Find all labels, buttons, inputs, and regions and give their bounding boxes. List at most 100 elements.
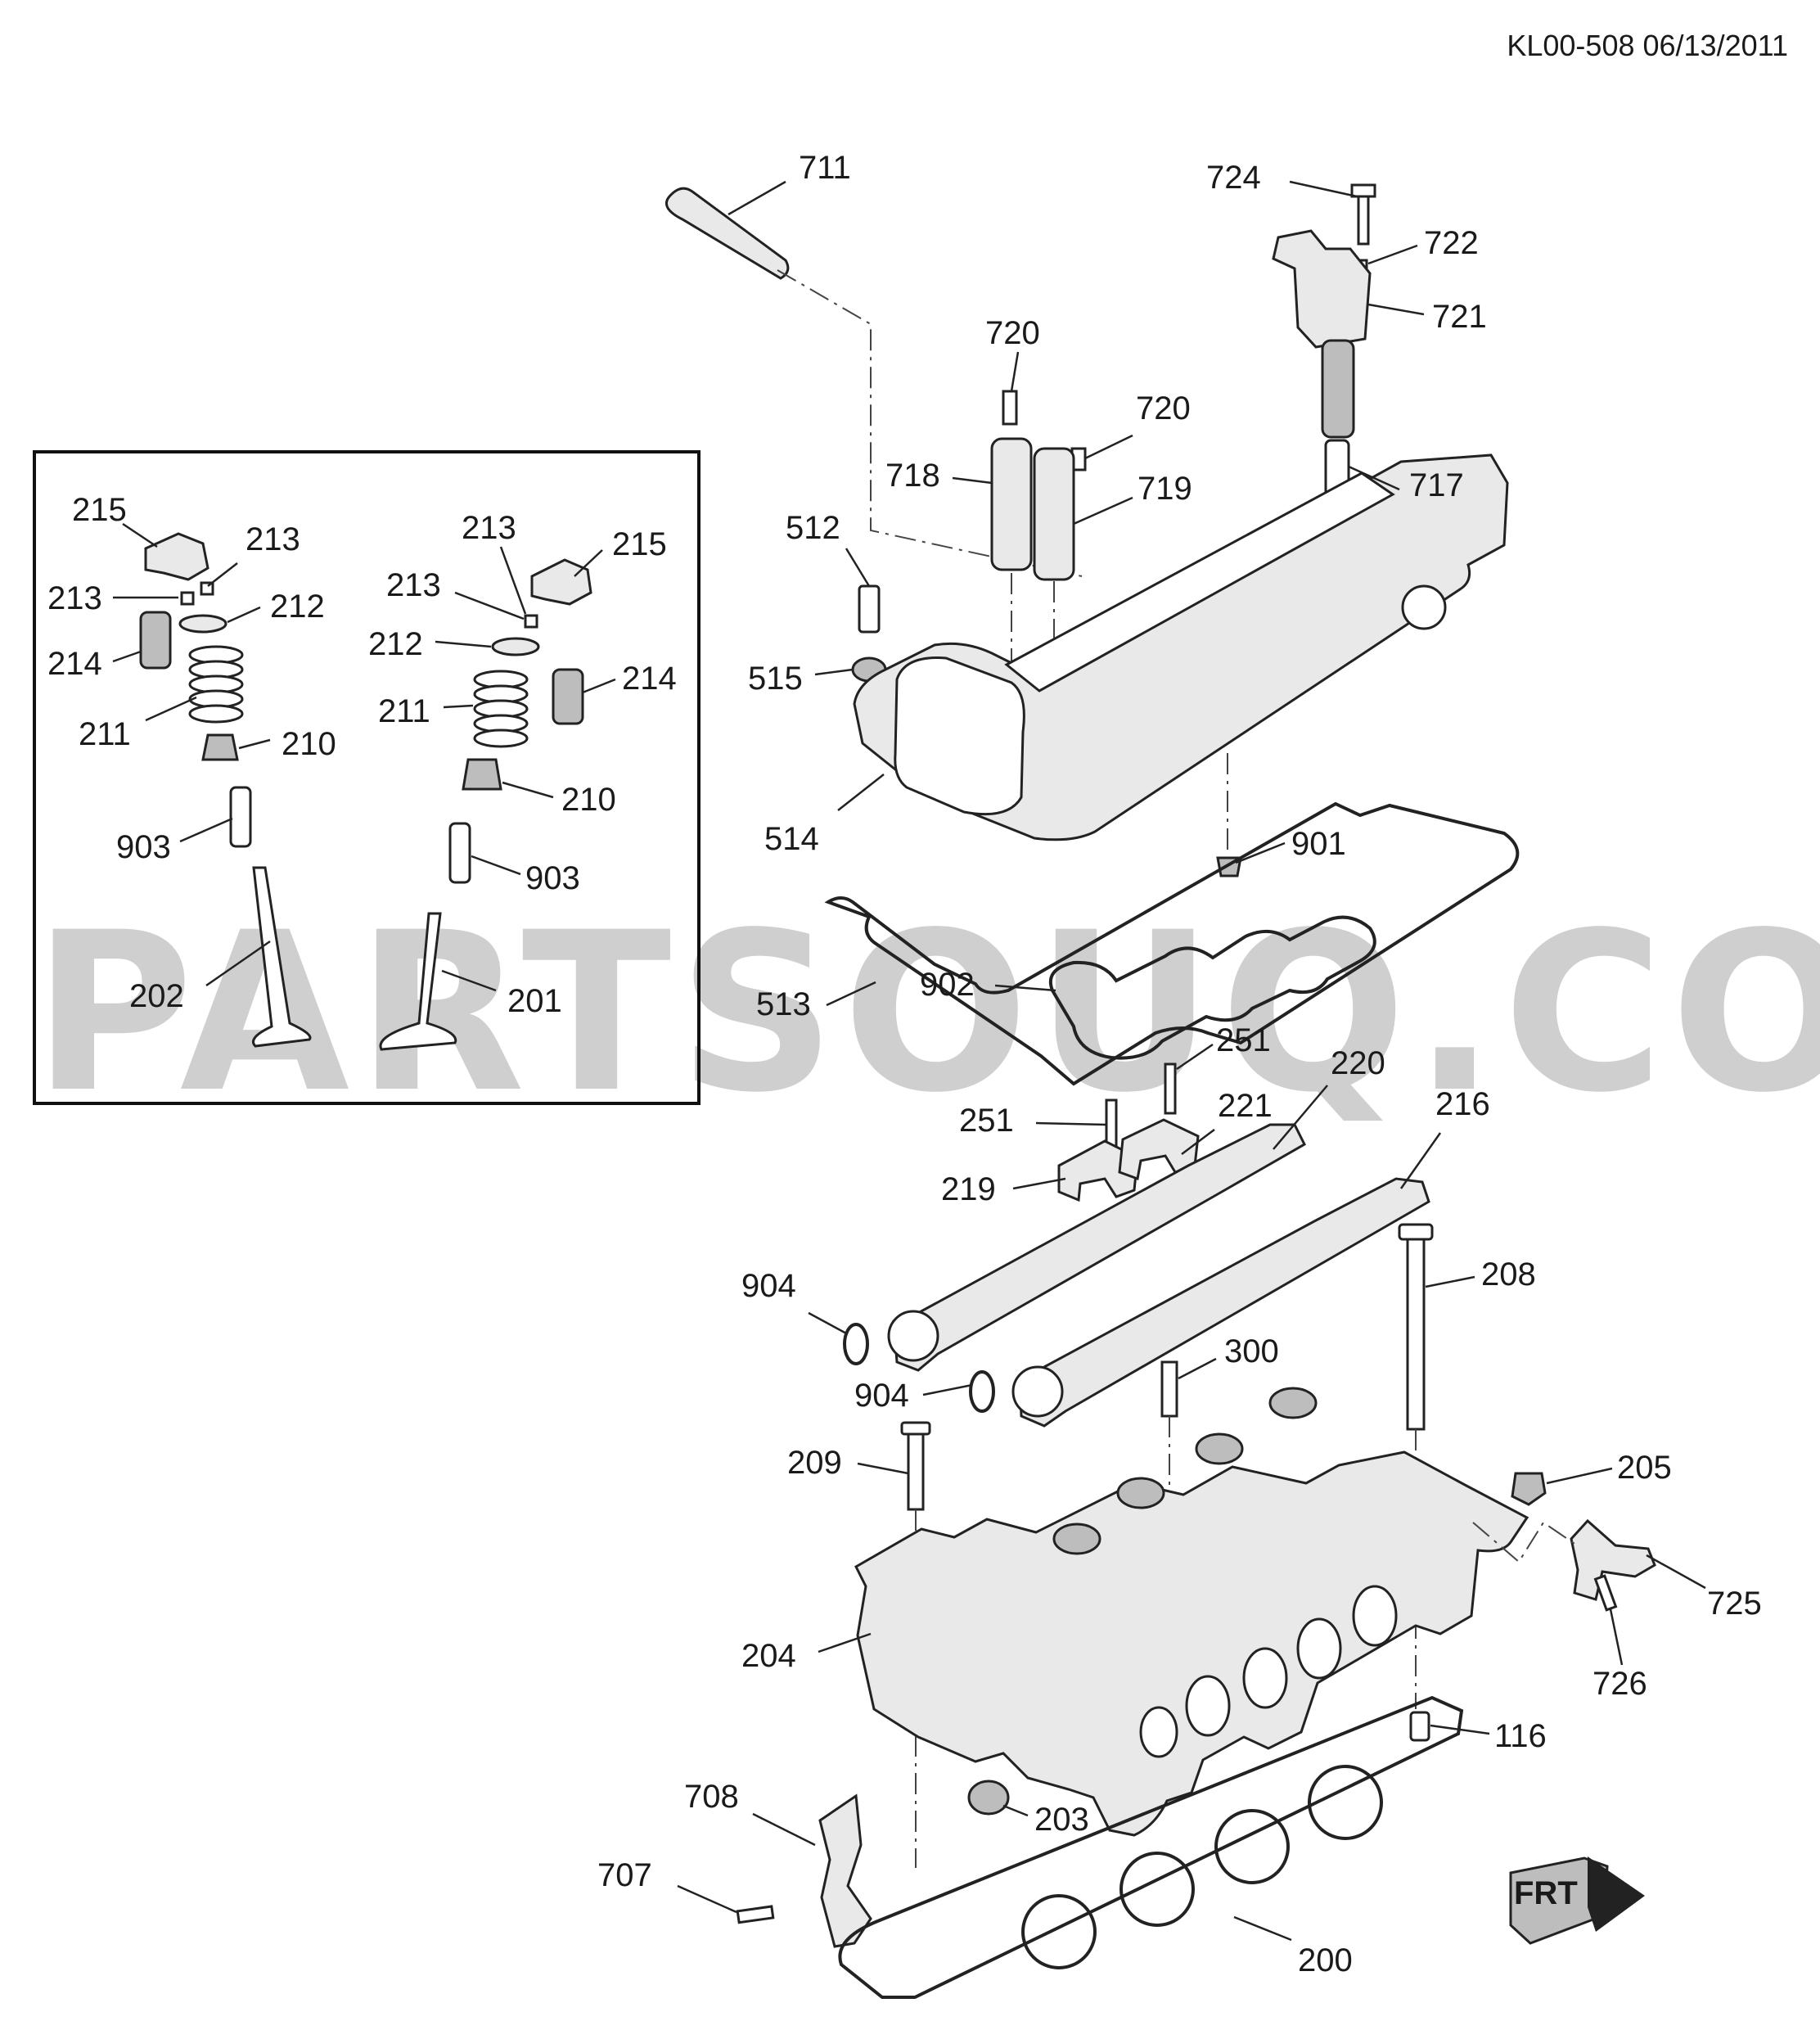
callout-213-left: 213 xyxy=(47,580,102,616)
callout-901: 901 xyxy=(1291,826,1346,862)
leader-717 xyxy=(1348,465,1400,491)
leader-903-right xyxy=(471,855,521,876)
callout-720-right: 720 xyxy=(1136,390,1191,426)
intake-valve-201 xyxy=(379,912,457,1051)
coil-bolt-724 xyxy=(1357,188,1370,246)
leader-209 xyxy=(857,1462,909,1475)
callout-213-top-right: 213 xyxy=(462,510,516,546)
callout-221: 221 xyxy=(1218,1088,1273,1124)
callout-205: 205 xyxy=(1617,1450,1672,1486)
spark-plug-tube-seal-902 xyxy=(1048,915,1376,1060)
callout-721: 721 xyxy=(1432,299,1487,335)
callout-711: 711 xyxy=(799,150,851,186)
callout-202: 202 xyxy=(129,978,184,1014)
front-marker-label: FRT xyxy=(1514,1875,1578,1911)
keeper-213-right xyxy=(524,614,538,629)
callout-211-left: 211 xyxy=(79,716,131,752)
watermark: PARTSOUQ.COM xyxy=(33,886,1820,1141)
callout-903-left: 903 xyxy=(116,829,171,865)
leader-210-left xyxy=(238,738,271,750)
bolt-209-head xyxy=(900,1421,931,1436)
cylinder-head-bores xyxy=(1052,1387,1318,1555)
vent-hose-711 xyxy=(665,187,790,280)
valve-spring-211-left xyxy=(188,645,244,724)
leader-211-right xyxy=(443,704,474,709)
valve-spring-211-right xyxy=(473,670,529,748)
callout-116: 116 xyxy=(1494,1718,1547,1754)
leader-902 xyxy=(994,984,1056,992)
cylinder-head-204 xyxy=(854,1450,1529,1837)
rocker-arm-215-right xyxy=(530,558,592,606)
leader-901 xyxy=(1235,841,1286,864)
head-bolt-208 xyxy=(1406,1234,1426,1431)
callout-903-right: 903 xyxy=(525,860,580,896)
leader-903-left xyxy=(179,817,233,843)
leader-203 xyxy=(1002,1804,1029,1817)
leader-515 xyxy=(814,668,854,676)
leader-300 xyxy=(1178,1357,1217,1380)
cam-sprocket-hub-220 xyxy=(887,1310,939,1362)
bracket-708 xyxy=(818,1793,872,1948)
callout-902: 902 xyxy=(920,967,975,1003)
callout-200: 200 xyxy=(1298,1942,1353,1978)
valve-guide-903-left xyxy=(229,786,252,848)
sensor-dash-725 xyxy=(1472,1521,1580,1563)
callout-210-left: 210 xyxy=(282,726,336,762)
leader-726 xyxy=(1609,1608,1624,1666)
oil-fill-cap xyxy=(1401,584,1447,630)
hose-dash-line xyxy=(777,269,1083,577)
leader-116 xyxy=(1430,1724,1490,1735)
leader-721 xyxy=(1367,303,1425,316)
solenoid-718 xyxy=(990,437,1033,571)
sensor-725 xyxy=(1570,1518,1656,1601)
callout-515: 515 xyxy=(748,661,803,697)
leader-221 xyxy=(1181,1129,1215,1155)
callout-220: 220 xyxy=(1331,1045,1385,1081)
seal-ring-904-lower xyxy=(969,1370,995,1413)
callout-212-right: 212 xyxy=(368,626,423,662)
stud-300 xyxy=(1160,1360,1178,1418)
callout-707: 707 xyxy=(597,1857,652,1893)
callout-904-upper: 904 xyxy=(741,1268,796,1304)
callout-725: 725 xyxy=(1707,1586,1762,1622)
callout-513: 513 xyxy=(756,986,811,1022)
leader-213-top-right xyxy=(499,546,527,615)
callout-209: 209 xyxy=(787,1445,842,1481)
plug-205 xyxy=(1511,1472,1547,1506)
callout-219: 219 xyxy=(941,1171,996,1207)
camshaft-216 xyxy=(1018,1177,1430,1428)
bolt-251-upper xyxy=(1164,1062,1177,1115)
callout-251-lower: 251 xyxy=(959,1103,1014,1139)
callout-216: 216 xyxy=(1435,1086,1490,1122)
leader-512 xyxy=(845,548,871,587)
callout-208: 208 xyxy=(1481,1256,1536,1292)
callout-722: 722 xyxy=(1424,225,1479,261)
inset-frame xyxy=(33,450,701,1105)
callout-212-left: 212 xyxy=(270,589,325,625)
leader-214-right xyxy=(582,678,616,694)
leader-513 xyxy=(826,981,876,1007)
valve-seal-210-left xyxy=(201,733,239,761)
callout-213-top-left: 213 xyxy=(246,521,300,557)
callout-904-lower: 904 xyxy=(854,1378,909,1414)
exhaust-valve-202 xyxy=(252,866,312,1048)
leader-212-right xyxy=(435,640,492,648)
valve-cover-gasket-513 xyxy=(824,801,1520,1086)
sensor-512 xyxy=(858,584,881,634)
ignition-coil-721 xyxy=(1272,229,1372,349)
cam-sprocket-hub-216 xyxy=(1011,1365,1064,1418)
valve-guide-903-right xyxy=(448,822,471,884)
seal-ring-904-upper xyxy=(843,1323,869,1365)
leader-720-top xyxy=(1010,351,1020,392)
head-gasket-bores xyxy=(1021,1765,1383,1969)
valvetrain-inset: 215 213 213 212 214 211 210 903 202 213 … xyxy=(33,450,701,1105)
callout-514: 514 xyxy=(764,821,819,857)
leader-200 xyxy=(1233,1915,1292,1942)
leader-220 xyxy=(1273,1085,1328,1150)
solenoid-719 xyxy=(1033,447,1075,581)
leader-719 xyxy=(1073,496,1133,526)
valve-cover-left-dome xyxy=(894,656,1025,816)
leader-722 xyxy=(1367,244,1418,265)
leader-210-right xyxy=(502,781,554,799)
